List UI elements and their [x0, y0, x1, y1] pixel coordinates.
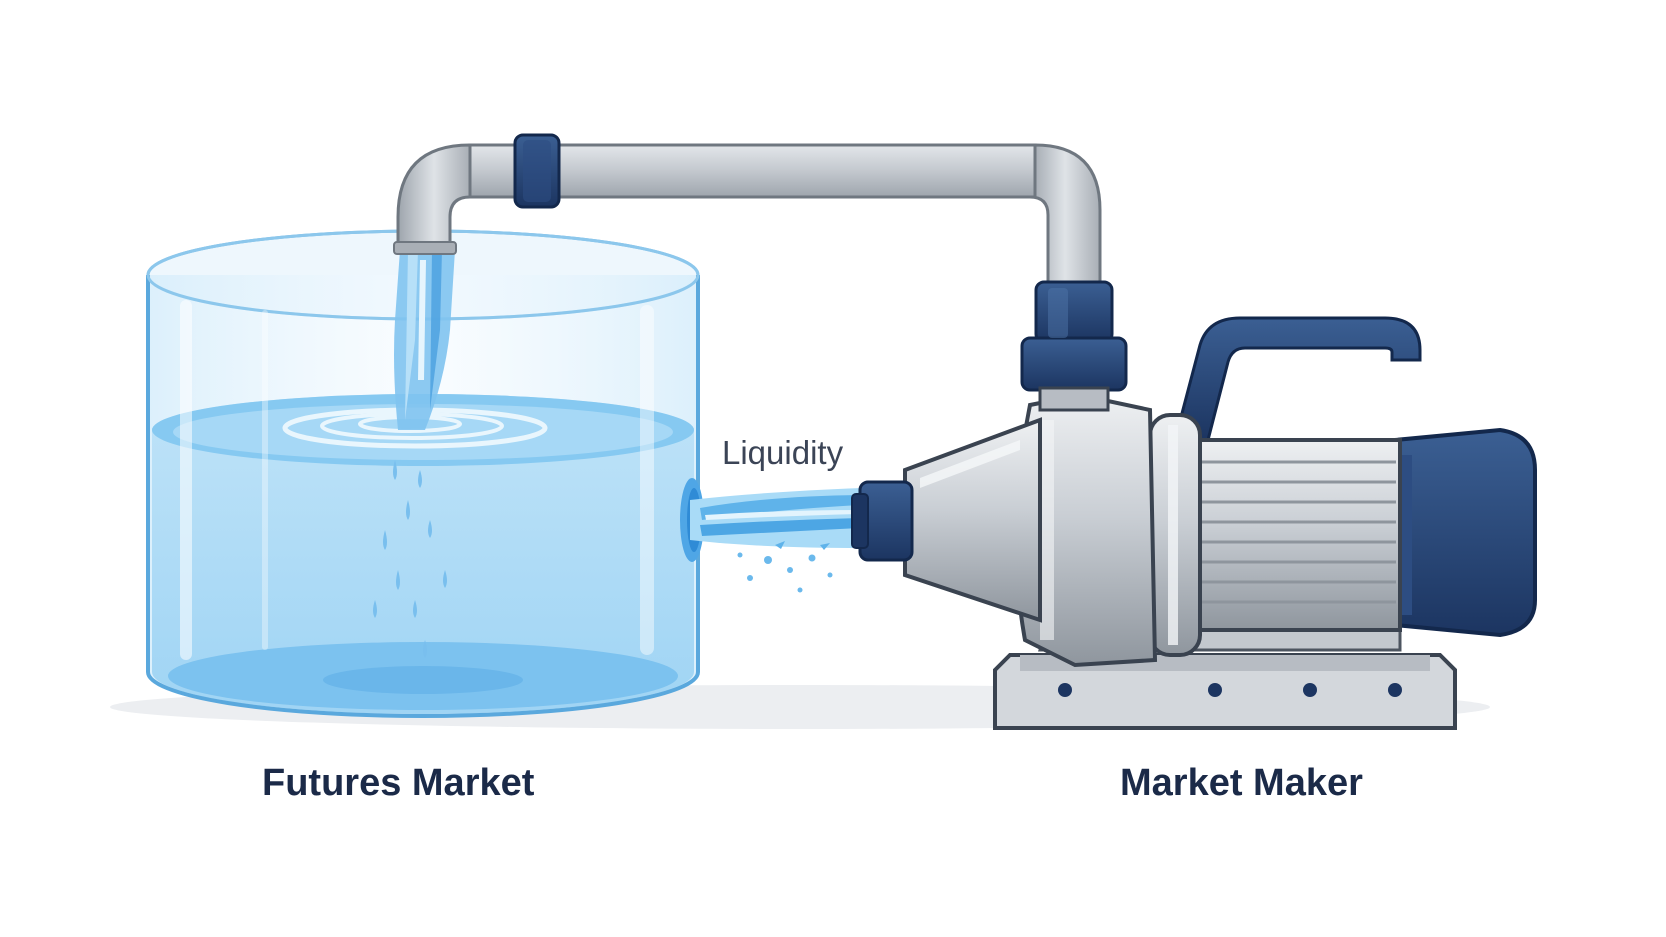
pouring-water-stream	[394, 250, 455, 430]
pump	[851, 316, 1537, 730]
market-maker-label: Market Maker	[1120, 762, 1363, 804]
water-tank	[146, 229, 704, 718]
liquidity-label: Liquidity	[722, 434, 844, 471]
liquidity-water-jet	[690, 488, 862, 593]
motor-ribs	[1190, 460, 1396, 604]
futures-market-label: Futures Market	[262, 762, 535, 804]
